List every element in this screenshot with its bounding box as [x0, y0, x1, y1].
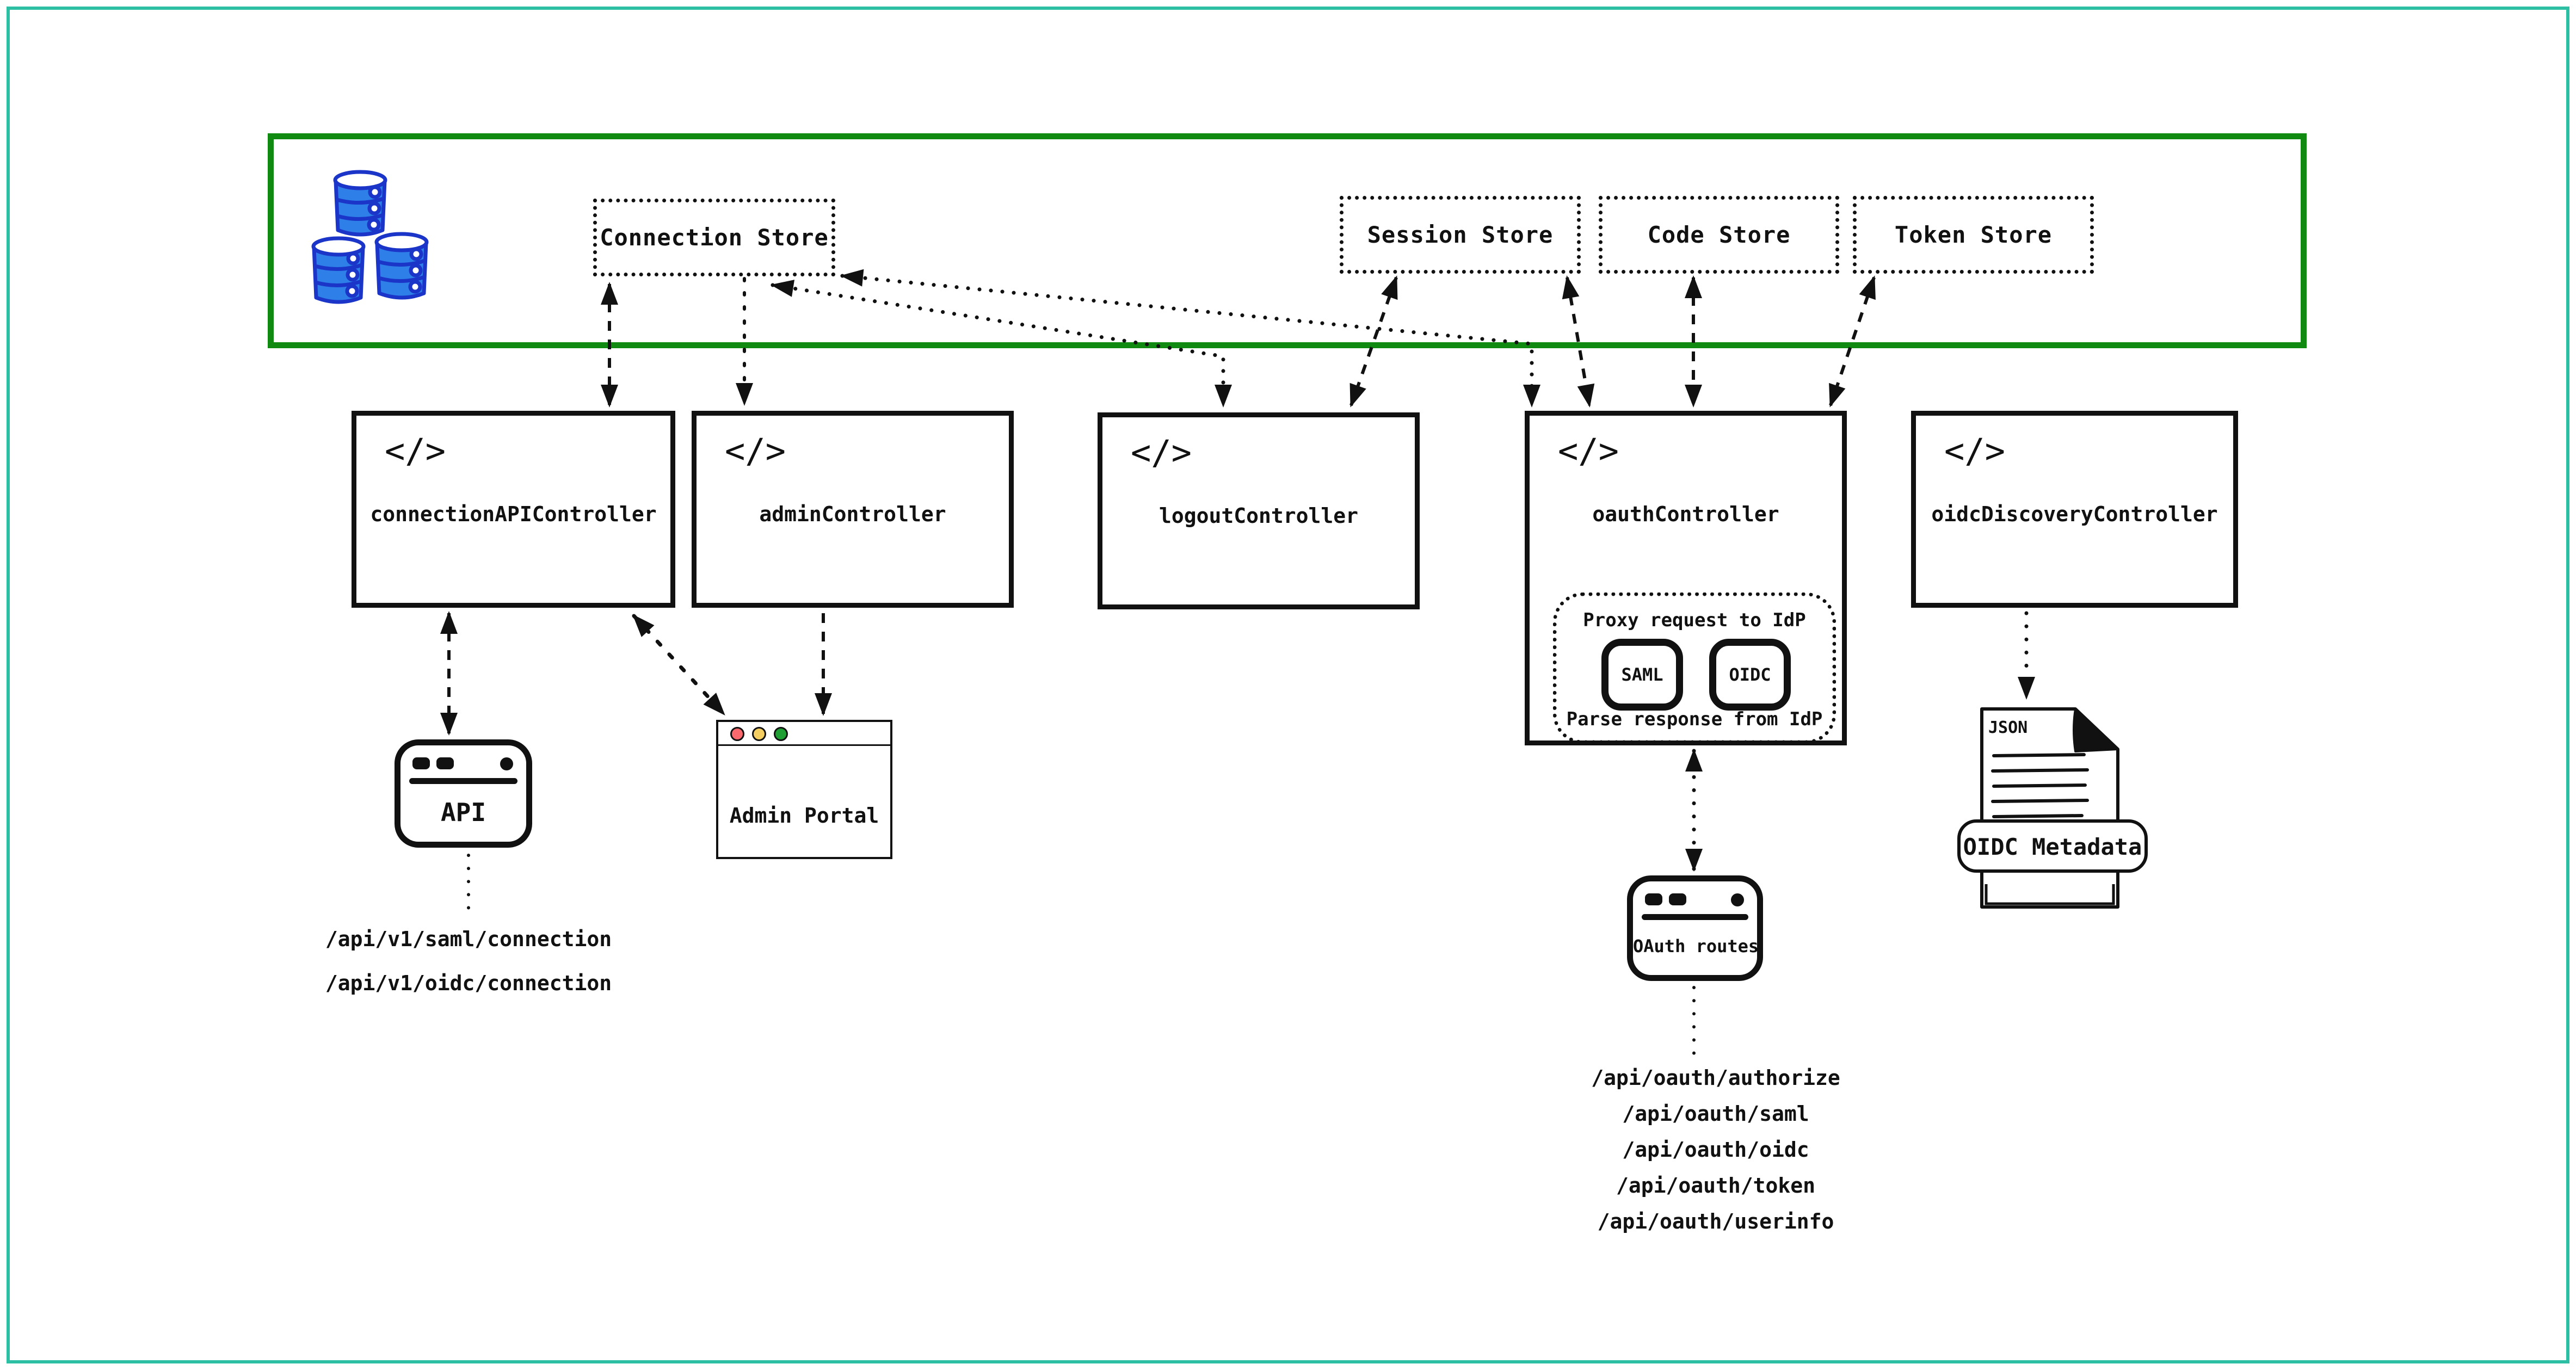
session-store-box: Session Store: [1340, 196, 1581, 274]
oauth-endpoint: /api/oauth/token: [1616, 1174, 1816, 1198]
api-endpoint: /api/v1/saml/connection: [325, 927, 612, 951]
oidc-discovery-controller-box: </> oidcDiscoveryController: [1911, 411, 2238, 608]
saml-label: SAML: [1621, 664, 1663, 685]
oauth-endpoint: /api/oauth/oidc: [1622, 1138, 1809, 1162]
oauth-routes-label: OAuth routes: [1633, 936, 1759, 956]
code-icon: </>: [1558, 431, 1619, 471]
json-file-type-label: JSON: [1988, 718, 2027, 737]
code-icon: </>: [725, 431, 786, 471]
saml-protocol-box: SAML: [1601, 639, 1683, 711]
window-bar: [1642, 914, 1748, 920]
idp-proxy-box: Proxy request to IdP SAML OIDC Parse res…: [1553, 593, 1836, 744]
window-dot-icon: [1669, 893, 1686, 905]
api-window-label: API: [440, 798, 486, 827]
oidc-protocol-box: OIDC: [1709, 639, 1791, 711]
logout-controller-label: logoutController: [1158, 504, 1359, 528]
code-icon: </>: [1131, 433, 1192, 472]
oauth-controller-box: </> oauthController Proxy request to IdP…: [1525, 411, 1847, 745]
window-dot-icon: [1731, 893, 1744, 906]
logout-controller-box: </> logoutController: [1098, 412, 1420, 609]
code-icon: </>: [385, 431, 446, 471]
admin-controller-box: </> adminController: [692, 411, 1014, 608]
parse-response-label: Parse response from IdP: [1566, 708, 1823, 730]
code-store-box: Code Store: [1599, 196, 1839, 274]
admin-portal-label: Admin Portal: [729, 804, 879, 828]
code-store-label: Code Store: [1647, 221, 1791, 248]
connection-api-controller-label: connectionAPIController: [370, 502, 657, 526]
admin-portal-window: Admin Portal: [716, 720, 892, 859]
code-icon: </>: [1944, 431, 2005, 471]
oauth-routes-window: OAuth routes: [1627, 875, 1763, 981]
proxy-request-label: Proxy request to IdP: [1583, 609, 1806, 631]
oauth-endpoint: /api/oauth/authorize: [1591, 1066, 1840, 1090]
connection-store-box: Connection Store: [593, 199, 835, 276]
oidc-metadata-label: OIDC Metadata: [1963, 834, 2142, 860]
database-cluster-icon: [311, 170, 429, 304]
close-icon: [730, 727, 744, 741]
oauth-endpoint: /api/oauth/userinfo: [1597, 1209, 1834, 1233]
window-dot-icon: [1645, 893, 1662, 905]
oauth-endpoint-list: /api/oauth/authorize /api/oauth/saml /ap…: [1552, 1060, 1879, 1239]
browser-titlebar: [718, 722, 890, 746]
oidc-discovery-controller-label: oidcDiscoveryController: [1931, 502, 2218, 526]
oauth-endpoint: /api/oauth/saml: [1622, 1102, 1809, 1126]
maximize-icon: [774, 727, 788, 741]
connection-store-label: Connection Store: [600, 224, 829, 251]
connection-api-controller-box: </> connectionAPIController: [352, 411, 675, 608]
window-dot-icon: [500, 757, 513, 770]
token-store-box: Token Store: [1853, 196, 2094, 274]
api-endpoint: /api/v1/oidc/connection: [325, 971, 612, 995]
page-border: [7, 7, 2569, 1363]
window-bar: [409, 778, 517, 784]
admin-controller-label: adminController: [759, 502, 946, 526]
window-dot-icon: [412, 757, 430, 769]
api-window: API: [395, 739, 532, 848]
oidc-label: OIDC: [1729, 664, 1771, 685]
oauth-controller-label: oauthController: [1592, 502, 1779, 526]
window-dot-icon: [436, 757, 454, 769]
session-store-label: Session Store: [1367, 221, 1554, 248]
minimize-icon: [752, 727, 766, 741]
api-endpoint-list: /api/v1/saml/connection /api/v1/oidc/con…: [305, 917, 632, 1005]
oidc-metadata-document-icon: JSON OIDC Metadata: [1957, 707, 2148, 909]
token-store-label: Token Store: [1894, 221, 2053, 248]
